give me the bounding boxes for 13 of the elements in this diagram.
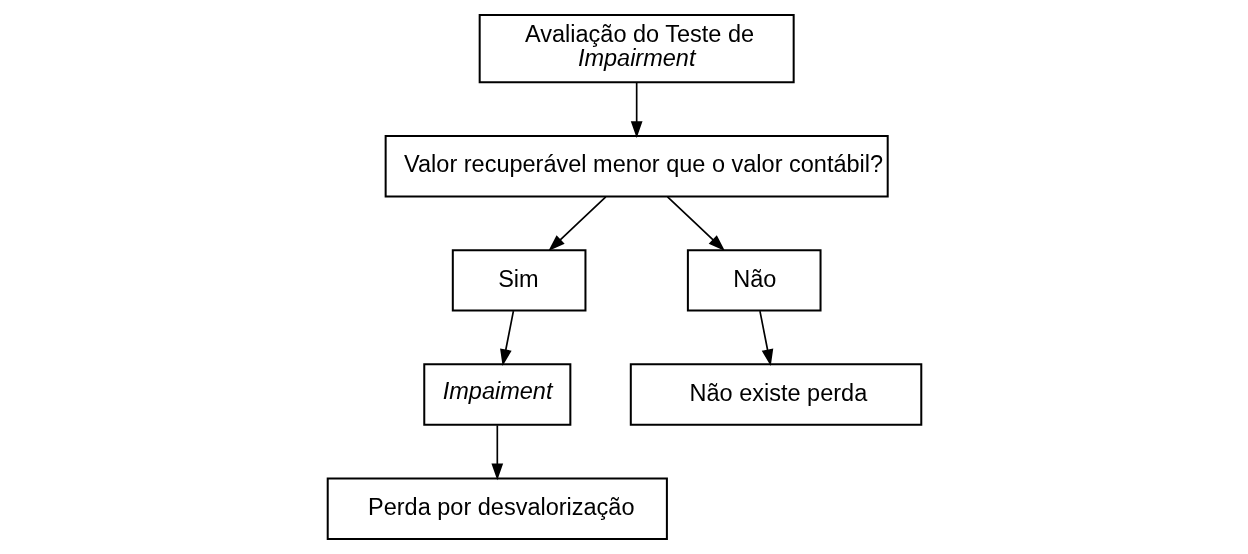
node-box: Sim	[451, 249, 586, 312]
node-box: Valor recuperável menor que o valor contábil?	[384, 134, 889, 198]
arrow	[547, 196, 607, 252]
node-box: Impaiment	[422, 363, 571, 426]
arrow	[490, 424, 503, 481]
node-box: Não existe perda	[629, 363, 922, 426]
arrow	[630, 81, 643, 139]
node-box: Não	[686, 249, 822, 312]
node-box: Perda por desvalorização	[326, 477, 668, 540]
arrow	[499, 310, 514, 367]
node-box: Avaliação do Teste de Impairment	[478, 14, 795, 84]
arrow	[758, 310, 773, 367]
arrow	[666, 196, 725, 252]
